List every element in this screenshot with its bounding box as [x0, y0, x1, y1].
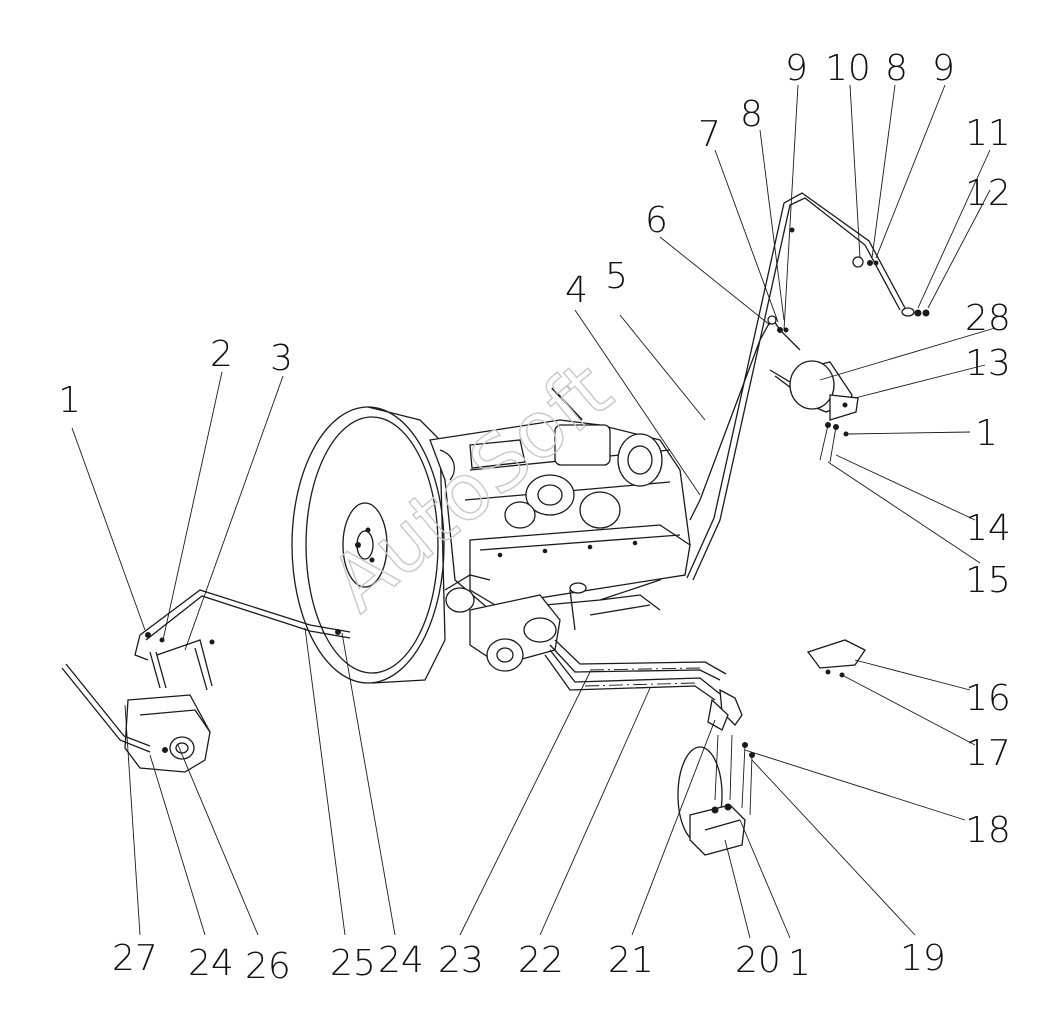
callout-19: 19 — [900, 938, 946, 979]
callout-10: 10 — [825, 48, 871, 89]
callout-4: 4 — [565, 270, 588, 311]
callout-22: 22 — [518, 940, 564, 981]
callout-27: 27 — [112, 938, 158, 979]
callout-6: 6 — [645, 200, 668, 241]
callout-28: 28 — [965, 298, 1011, 339]
callout-24-second: 24 — [188, 943, 234, 984]
callout-2: 2 — [210, 334, 233, 375]
flywheel-housing — [291, 406, 446, 684]
callout-15: 15 — [965, 560, 1011, 601]
callout-7: 7 — [698, 114, 721, 155]
callout-numbers: 1 2 3 4 5 6 7 8 9 10 8 9 11 12 28 13 1 1… — [58, 48, 1011, 987]
callout-8-second: 8 — [885, 48, 908, 89]
callout-21: 21 — [608, 940, 654, 981]
callout-26: 26 — [245, 946, 291, 987]
callout-8-first: 8 — [740, 94, 763, 135]
callout-18: 18 — [965, 810, 1011, 851]
return-hoses — [544, 639, 743, 731]
callout-1-bottom: 1 — [788, 943, 811, 984]
callout-3: 3 — [270, 338, 293, 379]
callout-12: 12 — [965, 173, 1011, 214]
callout-1-left: 1 — [58, 380, 81, 421]
callout-9-first: 9 — [785, 48, 808, 89]
callout-11: 11 — [965, 113, 1011, 154]
callout-23: 23 — [438, 940, 484, 981]
mounting-bracket — [806, 639, 866, 678]
callout-17: 17 — [965, 733, 1011, 774]
callout-5: 5 — [605, 256, 628, 297]
callout-1-right: 1 — [975, 413, 998, 454]
callout-16: 16 — [965, 678, 1011, 719]
tank-supply-line — [134, 589, 351, 661]
fuel-filter-housing — [789, 360, 859, 463]
leader-lines — [71, 84, 996, 939]
callout-25: 25 — [330, 943, 376, 984]
callout-20: 20 — [735, 940, 781, 981]
callout-24-first: 24 — [378, 940, 424, 981]
callout-13: 13 — [965, 343, 1011, 384]
fittings-upper — [767, 227, 930, 333]
callout-14: 14 — [965, 508, 1011, 549]
fuel-tank — [61, 663, 211, 773]
pump-assembly — [677, 734, 755, 856]
engine-block — [429, 387, 691, 672]
callout-9-second: 9 — [932, 48, 955, 89]
tank-strap — [149, 637, 215, 691]
